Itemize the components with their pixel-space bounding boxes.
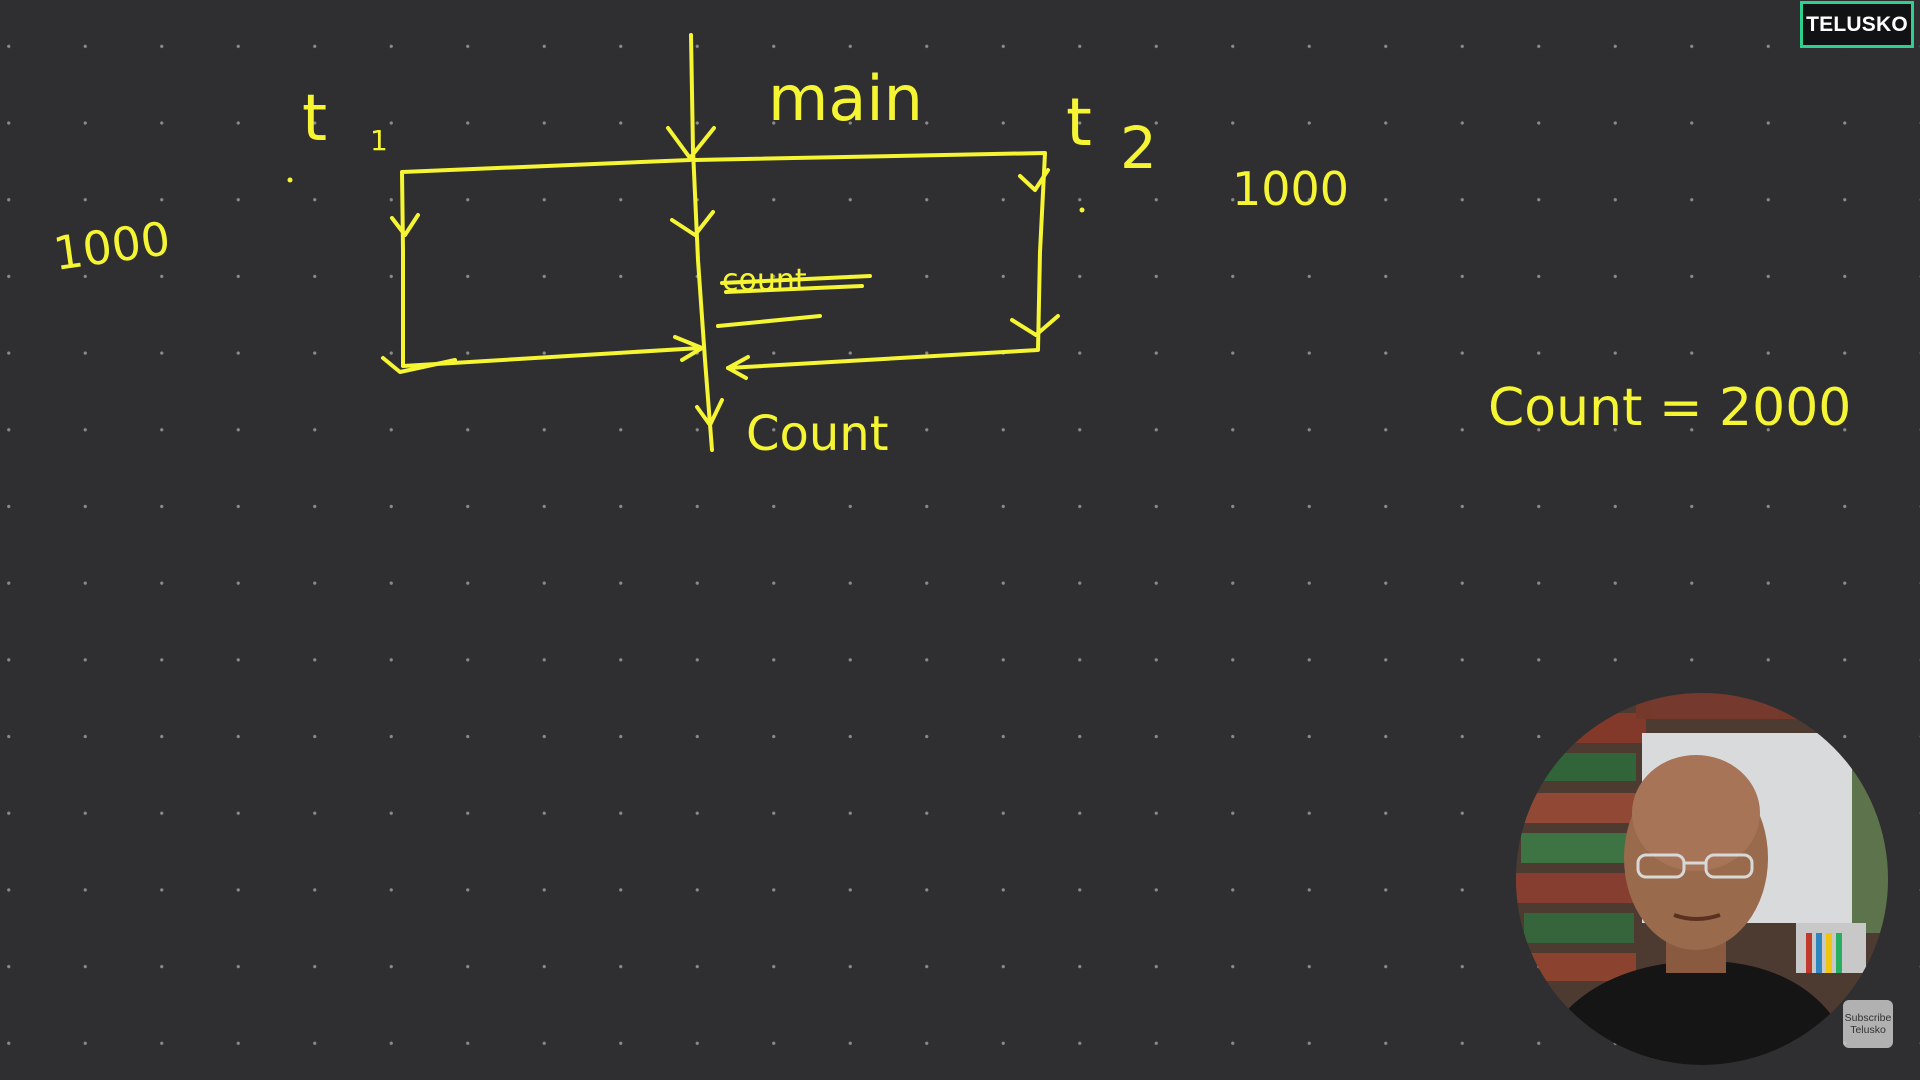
subscribe-line1: Subscribe (1844, 1012, 1892, 1024)
main-arrow-mid (670, 210, 715, 237)
stray-dot (287, 177, 293, 183)
t1-label: t (302, 82, 327, 156)
strike-scribble (720, 274, 872, 294)
main-label: main (768, 62, 923, 135)
subscribe-line2: Telusko (1850, 1024, 1886, 1036)
t1-sub-label: 1 (370, 124, 388, 157)
count-equation: Count = 2000 (1488, 378, 1851, 438)
t1-thread-path (400, 158, 702, 368)
t2-label: t (1066, 84, 1092, 161)
count-variable-label: Count (746, 406, 889, 462)
stray-dot (1079, 207, 1085, 213)
main-thread-line (689, 33, 714, 452)
t2-arrow-right (1018, 168, 1050, 192)
t2-thread-path (693, 151, 1047, 370)
presenter-video-frame (1516, 693, 1888, 1065)
subscribe-button[interactable]: Subscribe Telusko (1843, 1000, 1893, 1048)
main-arrow-top (666, 126, 716, 160)
t1-iterations-value: 1000 (50, 211, 173, 281)
logo-text: TELUSKO (1806, 12, 1908, 36)
t2-iterations-value: 1000 (1232, 162, 1349, 216)
t1-arrow-join (673, 335, 704, 362)
t2-sub-label: 2 (1120, 114, 1157, 182)
t1-arrow-corner (381, 356, 457, 374)
count-underline-stroke (716, 314, 822, 328)
t2-arrow-corner (1010, 314, 1060, 337)
presenter-video-icon (1516, 693, 1888, 1065)
telusko-logo: TELUSKO (1800, 1, 1914, 48)
t1-arrow-left (390, 213, 420, 237)
main-arrow-bottom (695, 398, 724, 427)
t2-arrow-join (726, 355, 750, 380)
